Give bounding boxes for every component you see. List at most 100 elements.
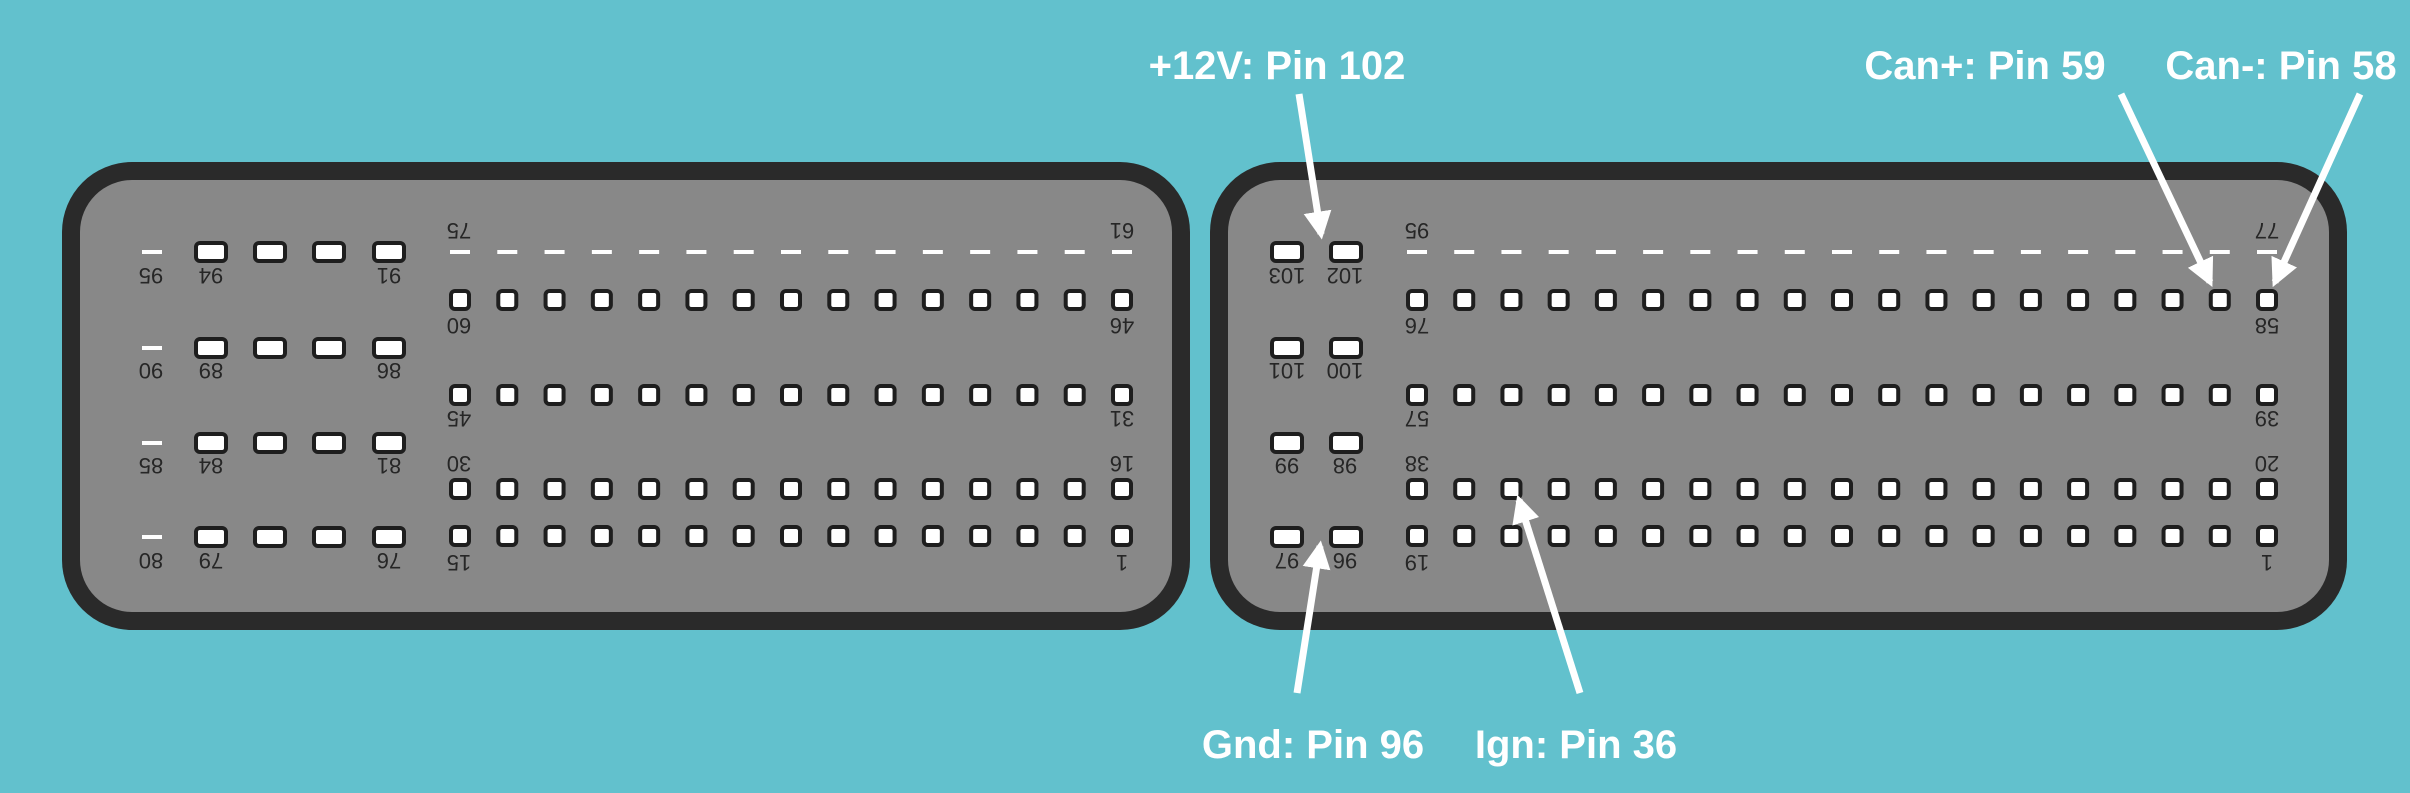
pin-square <box>1594 525 1617 547</box>
pin-label: 31 <box>1110 406 1134 431</box>
callout-12v: +12V: Pin 102 <box>1149 44 1406 88</box>
pin-unpopulated <box>828 250 849 254</box>
pin-square <box>827 525 850 547</box>
pin-unpopulated <box>639 250 660 254</box>
pin-square <box>827 289 850 311</box>
pin-square <box>543 525 566 547</box>
pin-square <box>1642 478 1665 500</box>
pin-label: 16 <box>1110 451 1134 476</box>
pin-square <box>1972 384 1995 406</box>
pin-unpopulated <box>686 250 707 254</box>
pin-square <box>1406 289 1428 311</box>
pin-square <box>2067 478 2090 500</box>
pin-square <box>590 478 613 500</box>
pin-wide <box>1270 241 1304 263</box>
pin-unpopulated <box>2209 250 2230 254</box>
pin-square <box>969 289 992 311</box>
pin-wide <box>1329 337 1363 359</box>
pin-square <box>1689 525 1712 547</box>
pin-label: 80 <box>139 548 163 573</box>
pin-unpopulated <box>781 250 801 254</box>
pin-square <box>969 525 992 547</box>
pin-label: 96 <box>1333 548 1357 573</box>
pin-label: 30 <box>447 451 471 476</box>
pin-square <box>1878 525 1901 547</box>
pin-label: 45 <box>447 406 471 431</box>
pin-square <box>1594 289 1617 311</box>
pin-unpopulated <box>544 250 565 254</box>
pin-square <box>732 478 755 500</box>
pin-square <box>1500 384 1523 406</box>
pin-wide <box>194 526 228 548</box>
pin-square <box>1689 289 1712 311</box>
pin-label: 90 <box>139 358 163 383</box>
pin-label: 79 <box>199 548 223 573</box>
pin-wide <box>312 432 346 454</box>
pin-label: 91 <box>377 263 401 288</box>
pin-square <box>496 478 519 500</box>
pin-square <box>732 525 755 547</box>
pin-square <box>2256 289 2278 311</box>
pin-label: 100 <box>1327 358 1364 383</box>
pin-square <box>1406 384 1428 406</box>
pin-square <box>543 289 566 311</box>
pin-label: 85 <box>139 453 163 478</box>
arrow-12v <box>1295 93 1332 240</box>
pin-square <box>1736 525 1759 547</box>
pin-square <box>590 289 613 311</box>
pin-square <box>921 478 944 500</box>
pin-square <box>1453 384 1476 406</box>
callout-can-plus: Can+: Pin 59 <box>1864 44 2105 88</box>
pin-square <box>1783 478 1806 500</box>
arrow-can-plus <box>2117 92 2214 288</box>
pin-square <box>1642 384 1665 406</box>
pin-label: 95 <box>1405 218 1429 243</box>
pin-label: 15 <box>447 550 471 575</box>
pin-label: 58 <box>2255 313 2279 338</box>
pin-unpopulated <box>2068 250 2089 254</box>
pin-label: 89 <box>199 358 223 383</box>
pin-square <box>2208 289 2231 311</box>
pin-square <box>1111 525 1133 547</box>
callout-labels: +12V: Pin 102 Can+: Pin 59 Can-: Pin 58 … <box>1149 44 2397 767</box>
pin-unpopulated <box>922 250 943 254</box>
pin-wide <box>372 432 406 454</box>
pin-wide <box>372 241 406 263</box>
pin-square <box>1689 384 1712 406</box>
pin-label: 39 <box>2255 406 2279 431</box>
pin-square <box>1925 384 1948 406</box>
pin-unpopulated <box>142 346 162 350</box>
pin-square <box>1736 478 1759 500</box>
pin-square <box>921 289 944 311</box>
pin-square <box>874 478 897 500</box>
pin-square <box>1111 478 1133 500</box>
pin-square <box>2114 384 2137 406</box>
pin-unpopulated <box>1832 250 1852 254</box>
pin-square <box>685 384 708 406</box>
pin-square <box>1972 478 1995 500</box>
pin-square <box>449 384 471 406</box>
pin-square <box>732 289 755 311</box>
right-connector-labels: 77 95 58 76 39 57 20 38 1 19 102 103 100… <box>1269 218 2280 575</box>
pin-label: 86 <box>377 358 401 383</box>
pin-label: 94 <box>199 263 223 288</box>
pin-square <box>2208 525 2231 547</box>
pin-square <box>2161 525 2184 547</box>
pin-square <box>1831 525 1853 547</box>
pin-square <box>496 525 519 547</box>
pin-label: 77 <box>2255 218 2279 243</box>
pin-label: 60 <box>447 313 471 338</box>
callout-arrows <box>1293 92 2364 695</box>
pin-unpopulated <box>1973 250 1994 254</box>
pin-wide <box>1270 526 1304 548</box>
pin-square <box>638 289 661 311</box>
pin-square <box>1547 289 1570 311</box>
callout-ign: Ign: Pin 36 <box>1475 723 1677 767</box>
pin-square <box>921 384 944 406</box>
pin-square <box>638 384 661 406</box>
pin-group <box>142 241 2278 548</box>
pin-label: 103 <box>1269 263 1306 288</box>
pin-square <box>2208 384 2231 406</box>
arrow-ign <box>1512 494 1584 695</box>
